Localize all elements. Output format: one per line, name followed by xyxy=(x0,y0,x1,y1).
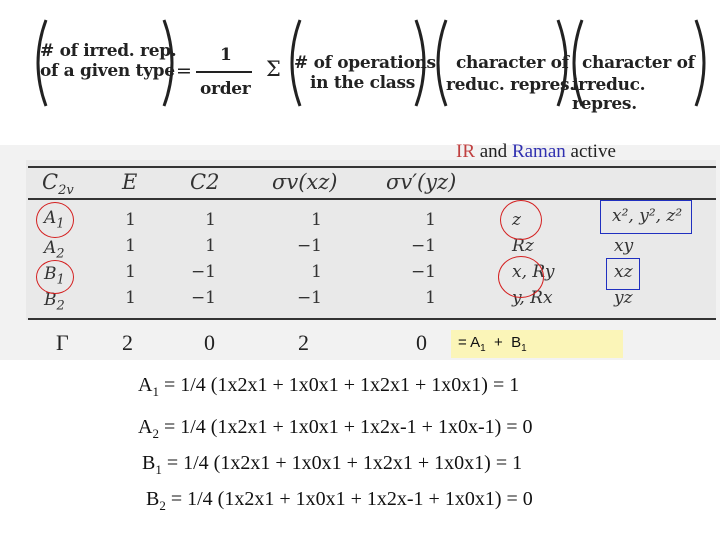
char-a1-e: 1 xyxy=(125,210,136,230)
char-b2-sv: −1 xyxy=(296,288,322,308)
basis-a2-quadratic: xy xyxy=(614,236,634,256)
table-header-rule xyxy=(28,198,716,200)
quadratic-b1-box xyxy=(606,258,640,290)
irreducible-char-line1: character of xyxy=(582,53,695,73)
reducible-char-line1: character of xyxy=(456,53,569,73)
header-e: E xyxy=(122,170,138,194)
right-paren-icon xyxy=(694,19,706,107)
reduction-result-highlight xyxy=(451,330,623,358)
char-a2-svp: −1 xyxy=(410,236,436,256)
character-table-panel xyxy=(26,160,716,320)
equation-a2: A2 = 1/4 (1x2x1 + 1x0x1 + 1x2x-1 + 1x0x-… xyxy=(138,416,533,441)
basis-b2-quadratic: yz xyxy=(614,288,633,308)
left-paren-icon xyxy=(290,19,302,107)
fraction-denominator: order xyxy=(200,79,251,99)
right-paren-icon xyxy=(556,19,568,107)
b1-highlight-circle xyxy=(36,260,74,294)
gamma-e: 2 xyxy=(122,330,133,355)
x-highlight-circle xyxy=(498,256,544,298)
header-c2: C2 xyxy=(190,170,220,194)
sigma-symbol: Σ xyxy=(266,57,281,81)
char-b1-c2: −1 xyxy=(190,262,216,282)
char-b2-c2: −1 xyxy=(190,288,216,308)
basis-a1-quadratic: x², y², z² xyxy=(612,206,683,226)
raman-label: Raman xyxy=(511,141,566,162)
char-a2-e: 1 xyxy=(125,236,136,256)
char-a1-c2: 1 xyxy=(205,210,216,230)
fraction-numerator: 1 xyxy=(220,45,232,65)
char-b1-sv: 1 xyxy=(311,262,322,282)
char-b2-svp: 1 xyxy=(425,288,436,308)
caption-active: active xyxy=(565,141,616,162)
char-a2-sv: −1 xyxy=(296,236,322,256)
reduction-result: = A1 + B1 xyxy=(458,334,527,354)
left-paren-icon xyxy=(572,19,584,107)
gamma-label: Γ xyxy=(56,330,69,355)
ir-label: IR xyxy=(456,141,475,162)
table-bottom-rule xyxy=(28,318,716,320)
reduction-formula: # of irred. rep. of a given type = 1 ord… xyxy=(28,18,714,114)
point-group-label: C2v xyxy=(42,170,74,199)
reducible-char-line2: reduc. repres. xyxy=(446,75,575,95)
equation-b1: B1 = 1/4 (1x2x1 + 1x0x1 + 1x2x1 + 1x0x1)… xyxy=(142,452,523,477)
row-label-a2: A2 xyxy=(44,238,65,262)
irrep-count-line1: # of irred. rep. xyxy=(40,41,177,61)
activity-caption: IR and Raman active xyxy=(456,141,616,163)
irrep-count-line2: of a given type xyxy=(40,61,175,81)
fraction-bar xyxy=(196,71,252,73)
gamma-c2: 0 xyxy=(204,330,215,355)
quadratic-a1-box xyxy=(600,200,692,234)
equals-sign: = xyxy=(176,60,192,82)
irreducible-char-line2: irreduc. repres. xyxy=(572,75,646,114)
right-paren-icon xyxy=(162,19,174,107)
table-top-rule xyxy=(28,166,716,168)
basis-a2-linear: Rz xyxy=(512,236,534,256)
char-a2-c2: 1 xyxy=(205,236,216,256)
operations-line1: # of operations xyxy=(294,53,436,73)
right-paren-icon xyxy=(414,19,426,107)
char-a1-sv: 1 xyxy=(311,210,322,230)
basis-b1-quadratic: xz xyxy=(614,262,633,282)
a1-highlight-circle xyxy=(36,202,74,238)
gamma-sv: 2 xyxy=(298,330,309,355)
header-sigma-v-prime-yz: σv′(yz) xyxy=(386,170,457,194)
z-highlight-circle xyxy=(500,200,542,240)
char-b1-e: 1 xyxy=(125,262,136,282)
row-label-b2: B2 xyxy=(44,290,65,314)
caption-and: and xyxy=(475,141,512,162)
left-paren-icon xyxy=(436,19,448,107)
char-b2-e: 1 xyxy=(125,288,136,308)
header-sigma-v-xz: σv(xz) xyxy=(272,170,338,194)
equation-b2: B2 = 1/4 (1x2x1 + 1x0x1 + 1x2x-1 + 1x0x1… xyxy=(146,488,533,513)
char-b1-svp: −1 xyxy=(410,262,436,282)
left-paren-icon xyxy=(36,19,48,107)
char-a1-svp: 1 xyxy=(425,210,436,230)
equation-a1: A1 = 1/4 (1x2x1 + 1x0x1 + 1x2x1 + 1x0x1)… xyxy=(138,374,520,399)
gamma-svp: 0 xyxy=(416,330,427,355)
operations-line2: in the class xyxy=(310,73,416,93)
